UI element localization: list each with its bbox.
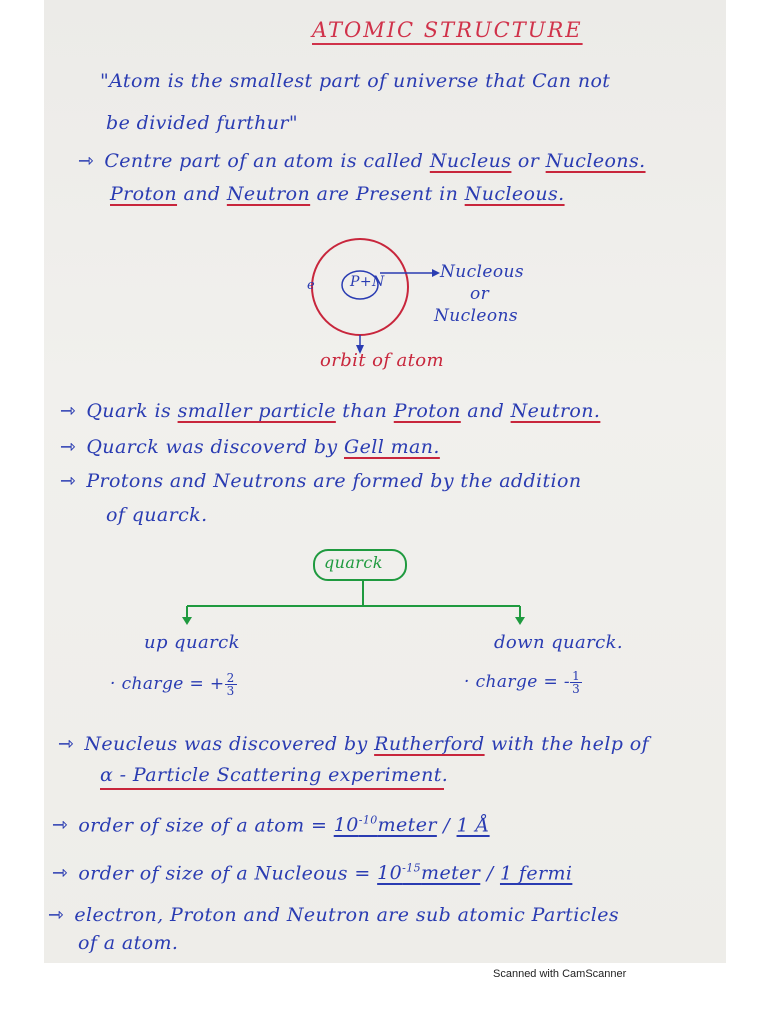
fact1-text: Quark is (86, 400, 178, 422)
centre-line2: Proton and Neutron are Present in Nucleo… (110, 183, 565, 205)
scanner-watermark: Scanned with CamScanner (493, 968, 627, 980)
tree-right-arrowhead (515, 617, 525, 625)
atom-base: 10 (333, 814, 359, 837)
term-fact1-proton: Proton (393, 400, 461, 422)
subatomic-line2: of a atom. (78, 932, 179, 954)
electron-label: e (307, 278, 316, 293)
term-neutron: Neutron (226, 183, 311, 205)
arrow-bullet-icon: ⇾ (60, 436, 77, 458)
fact3-text: Protons and Neutrons are formed by the a… (86, 470, 582, 492)
arrow-bullet-icon: ⇾ (48, 904, 65, 926)
notebook-page: ATOMIC STRUCTURE "Atom is the smallest p… (44, 0, 726, 963)
atom-unit: meter (377, 814, 437, 837)
arrow-bullet-icon: ⇾ (78, 150, 95, 172)
centre-and: and (177, 183, 227, 205)
pointer-label-or: or (470, 284, 490, 304)
left-den: 3 (226, 684, 235, 698)
atom-diagram (100, 238, 525, 790)
centre-or: or (511, 150, 546, 172)
slash-sep: / (436, 814, 457, 837)
arrow-bullet-icon: ⇾ (58, 733, 75, 755)
nucleus-size-line: ⇾ order of size of a Nucleous = 10-15mete… (52, 862, 572, 884)
fact1-and: and (460, 400, 511, 422)
nucleus-circle (341, 270, 379, 300)
right-den: 3 (572, 682, 581, 696)
atom-exp: -10 (358, 814, 378, 827)
nucleus-size-value: 10-15meter (377, 862, 480, 884)
orbit-pointer-arrowhead (356, 345, 364, 354)
subatomic-line1: ⇾ electron, Proton and Neutron are sub at… (48, 904, 619, 926)
nucleus-label: P+N (350, 274, 385, 290)
subatomic-text: electron, Proton and Neutron are sub ato… (74, 904, 619, 926)
quark-fact-2: ⇾ Quarck was discoverd by Gell man. (60, 436, 440, 458)
tree-left-label: up quarck (144, 632, 240, 653)
discovery-line2: α - Particle Scattering experiment. (100, 764, 449, 786)
bullet-dot-icon: · (464, 672, 476, 692)
centre-text: Centre part of an atom is called (104, 150, 430, 172)
right-charge-text: charge = - (475, 672, 571, 692)
left-charge-text: charge = + (121, 674, 225, 694)
page-title: ATOMIC STRUCTURE (312, 18, 583, 42)
tree-left-arrowhead (182, 617, 192, 625)
quark-fact-3-line1: ⇾ Protons and Neutrons are formed by the … (60, 470, 582, 492)
pointer-label-nucleons: Nucleons (434, 306, 518, 326)
atom-size-text: order of size of a atom = (78, 814, 334, 837)
arrow-bullet-icon: ⇾ (60, 400, 77, 422)
nucleus-exp: -15 (402, 862, 422, 875)
atom-size-line: ⇾order of size of a atom = 10-10meter / … (52, 814, 490, 836)
slash-sep: / (480, 862, 500, 885)
quark-fact-3-line2: of quarck. (106, 504, 208, 526)
term-proton: Proton (110, 183, 178, 205)
nucleus-base: 10 (377, 862, 403, 885)
bullet-dot-icon: · (110, 674, 122, 694)
discovery-line1: ⇾ Neucleus was discovered by Rutherford w… (58, 733, 649, 755)
discovery-text: Neucleus was discovered by (84, 733, 375, 755)
quark-fact-1: ⇾ Quark is smaller particle than Proton a… (60, 400, 600, 422)
centre-line1: ⇾ Centre part of an atom is called Nucleu… (78, 150, 646, 172)
orbit-caption: orbit of atom (320, 350, 444, 371)
term-smaller-particle: smaller particle (177, 400, 336, 422)
right-num: 1 (570, 669, 583, 683)
term-fact1-neutron: Neutron. (510, 400, 601, 422)
discovery-post: with the help of (484, 733, 650, 755)
nucleus-size-text: order of size of a Nucleous = (78, 862, 378, 885)
atom-alt-unit: 1 Å (456, 814, 490, 837)
intro-quote-line2: be divided furthur" (106, 112, 298, 134)
centre-mid: are Present in (310, 183, 465, 205)
arrow-bullet-icon: ⇾ (60, 470, 77, 492)
tree-root-label: quarck (324, 553, 383, 572)
nucleus-pointer-arrowhead (432, 269, 440, 277)
term-nucleus: Nucleus (429, 150, 512, 172)
term-nucleons: Nucleons. (545, 150, 646, 172)
tree-right-label: down quarck. (494, 632, 624, 653)
term-nucleous: Nucleous. (464, 183, 565, 205)
nucleus-alt-unit: 1 fermi (499, 862, 573, 885)
quarck-cloud-outline (313, 549, 407, 581)
arrow-bullet-icon: ⇾ (52, 814, 69, 837)
nucleus-unit: meter (421, 862, 481, 885)
left-num: 2 (224, 671, 237, 685)
fact1-than: than (335, 400, 394, 422)
fact2-text: Quarck was discoverd by (86, 436, 344, 458)
arrow-bullet-icon: ⇾ (52, 862, 69, 885)
intro-quote-line1: "Atom is the smallest part of universe t… (100, 70, 611, 92)
term-gell-man: Gell man. (344, 436, 440, 458)
pointer-label-nucleous: Nucleous (440, 262, 524, 282)
term-rutherford: Rutherford (374, 733, 485, 755)
atom-size-value: 10-10meter (334, 814, 437, 836)
